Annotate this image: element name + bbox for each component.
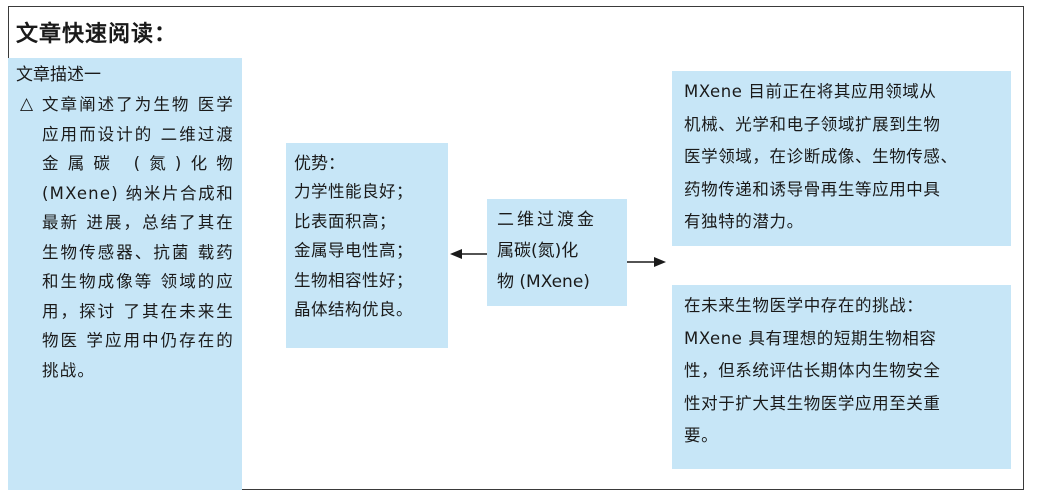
summary-line: 纳米片合成和最新	[42, 183, 235, 233]
challenge-box: 在未来生物医学中存在的挑战： MXene 具有理想的短期生物相容 性，但系统评估…	[672, 285, 1011, 469]
advantages-title: 优势：	[294, 154, 345, 174]
summary-line: 挑战。	[42, 360, 96, 380]
center-line: 属碳(氮)化	[497, 241, 579, 261]
summary-line: 进展，总结了其在	[86, 213, 234, 232]
application-line: 医学领域，在诊断成像、生物传感、	[684, 147, 958, 166]
mxene-center-box: 二维过渡金 属碳(氮)化 物 (MXene)	[487, 199, 627, 306]
application-line: MXene 目前正在将其应用领域从	[684, 82, 937, 101]
advantages-box: 优势： 力学性能良好； 比表面积高； 金属导电性高； 生物相容性好； 晶体结构优…	[286, 143, 448, 348]
summary-line: 二维过渡金属碳	[42, 124, 235, 174]
summary-line: 医学应用而设计的	[42, 95, 235, 144]
summary-heading: 文章描述一	[16, 65, 101, 85]
summary-line: 学应用中仍存在的	[86, 331, 234, 350]
challenge-line: 性，但系统评估长期体内生物安全	[684, 361, 941, 380]
application-line: 药物传递和诱导骨再生等应用中具	[684, 179, 941, 199]
application-box: MXene 目前正在将其应用领域从 机械、光学和电子领域扩展到生物 医学领域，在…	[672, 71, 1011, 246]
center-line: 二维过渡金	[497, 210, 597, 230]
summary-line: 文章阐述了为生物	[42, 95, 191, 114]
challenge-line: 要。	[684, 426, 719, 445]
summary-line: 领域的应用，探讨	[42, 272, 235, 321]
application-line: 有独特的潜力。	[684, 212, 804, 231]
challenge-line: MXene 具有理想的短期生物相容	[684, 328, 937, 348]
challenge-line: 在未来生物医学中存在的挑战：	[684, 296, 924, 315]
summary-body: △ 文章阐述了为生物 医学应用而设计的 二维过渡金属碳 (氮)化物 (MXene…	[16, 90, 234, 385]
arrow-to-advantages	[450, 249, 487, 259]
application-line: 机械、光学和电子领域扩展到生物	[684, 114, 941, 134]
challenge-line: 性对于扩大其生物医学应用至关重	[684, 393, 941, 413]
advantage-item: 金属导电性高；	[294, 241, 413, 260]
advantage-item: 比表面积高；	[294, 211, 396, 231]
summary-box: 文章描述一 △ 文章阐述了为生物 医学应用而设计的 二维过渡金属碳 (氮)化物 …	[8, 58, 242, 490]
advantage-item: 生物相容性好；	[294, 270, 413, 290]
summary-line: 生物传感器、抗菌	[42, 242, 191, 262]
page-title: 文章快速阅读：	[16, 22, 178, 47]
arrow-to-applications	[627, 257, 666, 267]
advantage-item: 力学性能良好；	[294, 182, 413, 201]
summary-line: 载药和生物成像等	[42, 242, 235, 292]
triangle-icon: △	[20, 94, 35, 114]
summary-line: 了其在未来生物医	[42, 301, 234, 351]
summary-line: (氮)化物 (MXene)	[42, 154, 234, 203]
center-line: 物 (MXene)	[497, 272, 590, 292]
advantage-item: 晶体结构优良。	[294, 300, 413, 319]
